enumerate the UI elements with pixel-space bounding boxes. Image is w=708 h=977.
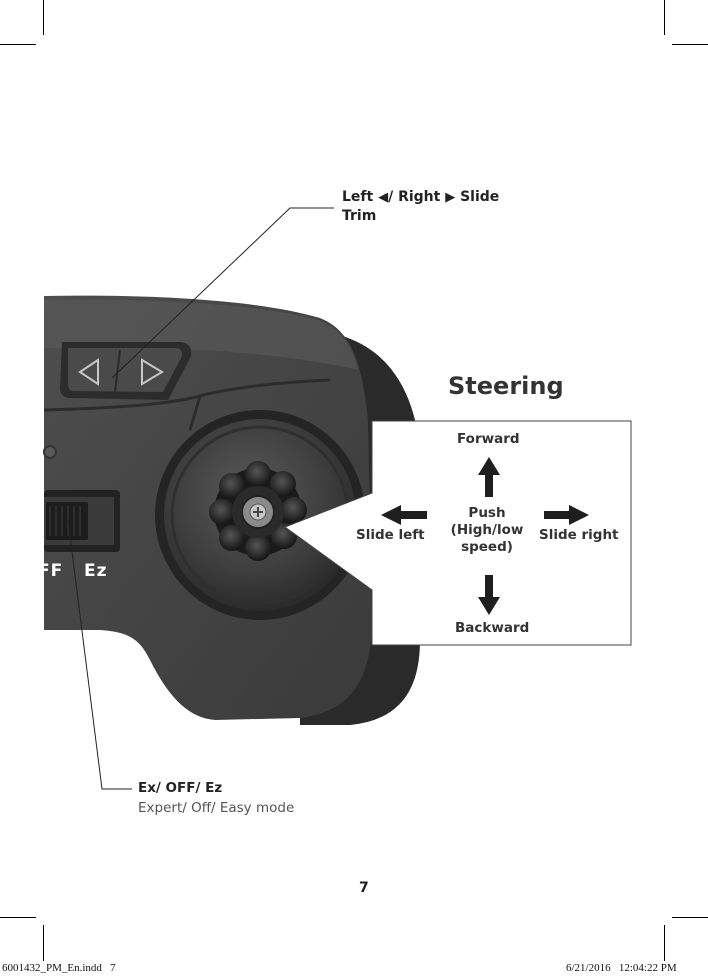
slide-left-label: Slide left: [356, 527, 425, 543]
forward-arrow: [478, 457, 500, 497]
mode-title: Ex/ OFF/ Ez: [138, 780, 223, 796]
mode-switch-slider: [46, 502, 88, 540]
left-arrow: [381, 505, 427, 525]
trim-button-surface: [68, 348, 183, 392]
left-triangle-icon: ◀: [378, 190, 389, 205]
direction-arrows: [381, 457, 589, 615]
trim-right-arrow-shape: [141, 358, 164, 386]
crop-mark-top-left-v: [43, 0, 44, 35]
crop-mark-bottom-right-v: [664, 925, 665, 961]
crop-mark-bottom-left-v: [43, 925, 44, 961]
push-line-2: (High/low: [450, 522, 524, 538]
steering-knob: [209, 461, 307, 561]
crop-mark-bottom-left-h: [0, 917, 36, 918]
slide-right-label: Slide right: [539, 527, 619, 543]
footer-file-name: 6001432_PM_En.indd 7: [2, 962, 116, 974]
right-triangle-icon: ▶: [445, 190, 456, 205]
steering-title: Steering: [448, 372, 564, 400]
trim-line2: Trim: [342, 208, 377, 224]
trim-label: Left ◀/ Right ▶ Slide Trim: [342, 188, 542, 225]
trim-left-word: Left: [342, 189, 374, 205]
page-number: 7: [359, 880, 369, 896]
crop-mark-top-left-h: [0, 44, 36, 45]
push-line-3: speed): [461, 539, 513, 555]
trim-left-arrow-shape: [78, 358, 99, 386]
forward-label: Forward: [457, 431, 520, 447]
right-arrow: [544, 505, 589, 525]
crop-mark-bottom-right-h: [672, 917, 708, 918]
push-label: Push (High/low speed): [446, 505, 528, 556]
backward-label: Backward: [455, 620, 530, 636]
crop-mark-top-right-v: [664, 0, 665, 35]
mode-switch-labels: FF Ez: [38, 561, 108, 581]
trim-leader-line: [111, 207, 334, 379]
steering-callout-box: [283, 420, 632, 646]
backward-arrow: [478, 575, 500, 615]
crop-mark-top-right-h: [672, 44, 708, 45]
push-line-1: Push: [468, 505, 506, 521]
trim-right-word: / Right: [388, 189, 441, 205]
trim-line1-tail: Slide: [460, 189, 500, 205]
footer-timestamp: 6/21/2016 12:04:22 PM: [566, 962, 677, 974]
led-indicator: [43, 445, 57, 459]
mode-description: Expert/ Off/ Easy mode: [138, 800, 295, 816]
mode-leader-line: [67, 519, 132, 790]
top-bevel: [44, 299, 358, 370]
